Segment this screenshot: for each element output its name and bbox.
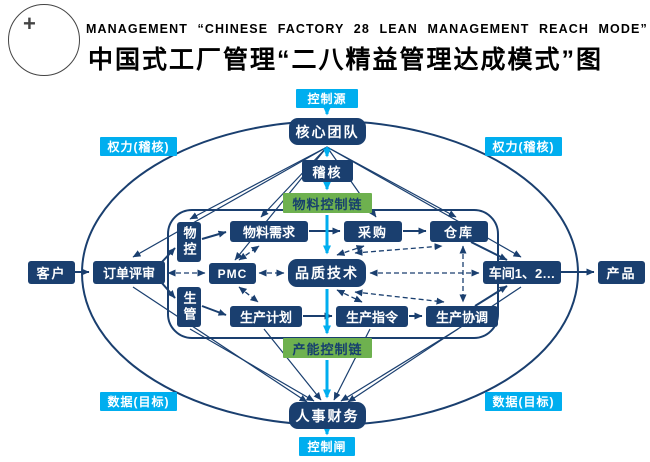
page-title-zh: 中国式工厂管理“二八精益管理达成模式”图 [88,46,604,74]
node-customer: 客户 [28,261,75,284]
plus-icon: + [23,11,36,36]
node-product: 产品 [598,261,645,284]
node-workshop: 车间1、2… [483,261,561,284]
node-hr-finance: 人事财务 [289,402,366,429]
node-order-review: 订单评审 [93,261,165,284]
label-data-left: 数据(目标) [100,392,177,411]
node-production-order: 生产指令 [336,306,408,327]
node-pmc: PMC [209,263,256,284]
node-purchasing: 采购 [344,221,402,242]
node-audit: 稽核 [302,160,353,182]
label-capacity-chain: 产能控制链 [283,338,372,358]
logo-mark: + [8,4,80,76]
label-data-right: 数据(目标) [485,392,562,411]
page-title-en: MANAGEMENT “CHINESE FACTORY 28 LEAN MANA… [86,22,648,36]
node-material-demand: 物料需求 [230,221,308,242]
label-control-source: 控制源 [296,89,358,108]
node-core-team: 核心团队 [289,118,366,145]
node-production-coord: 生产协调 [426,306,498,327]
label-power-right: 权力(稽核) [485,137,562,156]
label-control-gate: 控制闸 [299,437,355,456]
node-production-plan: 生产计划 [230,306,302,327]
node-quality-tech: 品质技术 [288,259,366,287]
node-production-mgmt: 生管 [177,287,201,327]
label-power-left: 权力(稽核) [100,137,177,156]
label-material-chain: 物料控制链 [283,193,372,213]
node-material-control: 物控 [177,222,201,262]
node-warehouse: 仓库 [430,221,488,242]
